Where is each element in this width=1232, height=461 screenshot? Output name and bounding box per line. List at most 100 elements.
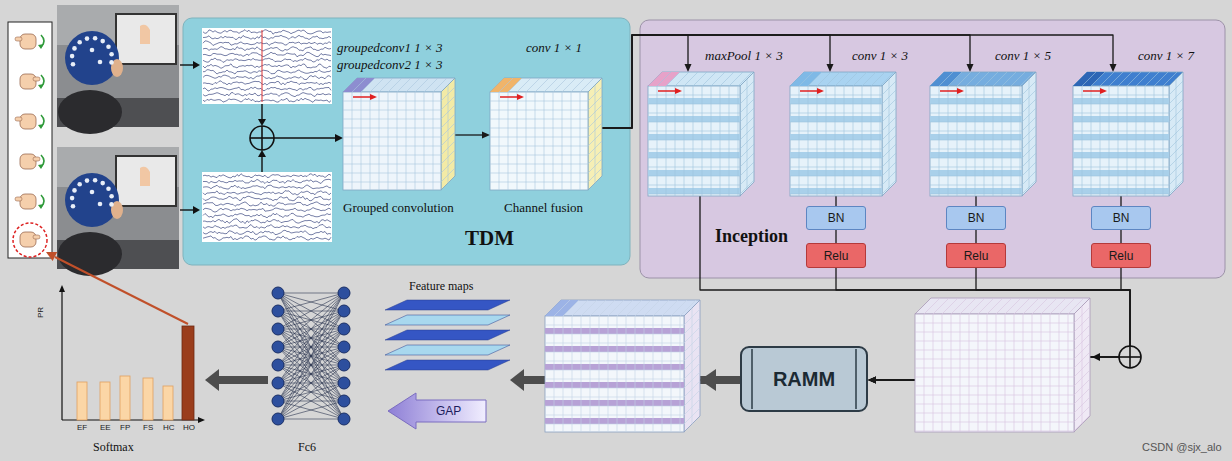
decor-line	[545, 334, 684, 335]
decor-rect	[1073, 188, 1169, 194]
decor-rect	[20, 114, 36, 129]
decor-line	[397, 92, 398, 190]
decor-line	[648, 158, 740, 159]
decor-line	[361, 78, 375, 92]
decor-line	[693, 86, 694, 196]
node-label: conv 1 × 1	[526, 40, 582, 56]
decor-line	[1068, 298, 1084, 314]
decor-line	[397, 78, 411, 92]
decor-line	[1163, 86, 1164, 196]
decor-line	[984, 72, 998, 86]
tensor-cube: maxPool 1 × 3	[648, 72, 754, 196]
decor-line	[648, 194, 740, 195]
decor-rect	[20, 194, 36, 209]
decor-circle	[100, 39, 105, 44]
decor-rect	[1073, 152, 1169, 158]
connector	[1121, 230, 1122, 243]
decor-line	[915, 404, 1074, 405]
decor-line	[1118, 86, 1119, 196]
decor-line	[924, 298, 940, 314]
decor-circle	[93, 36, 98, 41]
decor-line	[545, 379, 684, 380]
decor-rect	[790, 188, 882, 194]
axis-label: HO	[183, 423, 195, 432]
decor-circle	[272, 377, 284, 389]
decor-line	[817, 72, 831, 86]
decor-line	[1109, 86, 1110, 196]
decor-line	[826, 72, 840, 86]
decor-line	[790, 113, 882, 114]
decor-line	[675, 72, 689, 86]
decor-line	[1050, 298, 1066, 314]
decor-polygon	[38, 204, 44, 209]
decor-line	[790, 158, 882, 159]
decor-line	[545, 406, 684, 407]
node-label: Inception	[715, 226, 788, 247]
connector	[976, 196, 977, 206]
decor-line	[680, 300, 696, 316]
decor-polygon	[1074, 298, 1090, 432]
decor-line	[1011, 72, 1025, 86]
decor-line	[790, 122, 882, 123]
subject-photo	[57, 147, 179, 276]
decor-line	[790, 176, 882, 177]
decor-circle	[77, 182, 82, 187]
decor-line	[702, 86, 703, 196]
decor-rect	[930, 98, 1022, 104]
decor-line	[1073, 194, 1169, 195]
node-label: Feature maps	[409, 279, 473, 294]
decor-path	[140, 167, 150, 186]
decor-line	[1005, 298, 1021, 314]
tdm-panel-ground	[183, 18, 630, 265]
decor-line	[499, 78, 513, 92]
probability-chart-shape	[55, 285, 205, 427]
decor-line	[406, 92, 407, 190]
decor-circle	[70, 54, 75, 59]
decor-circle	[77, 40, 82, 45]
decor-line	[278, 329, 344, 419]
decor-line	[975, 86, 976, 196]
decor-polygon	[930, 72, 1036, 86]
decor-line	[500, 96, 518, 98]
decor-line	[433, 78, 447, 92]
decor-line	[490, 110, 588, 111]
decor-line	[1082, 86, 1083, 196]
decor-circle	[338, 305, 350, 317]
decor-line	[790, 149, 882, 150]
decor-line	[930, 185, 1022, 186]
tensor-cube: conv 1 × 3	[790, 72, 896, 196]
decor-line	[855, 349, 857, 409]
decor-path	[203, 191, 331, 195]
decor-polygon	[1100, 88, 1107, 94]
decor-rect	[648, 170, 740, 176]
decor-line	[957, 86, 958, 196]
decor-rect	[648, 152, 740, 158]
decor-line	[545, 388, 684, 389]
decor-line	[644, 300, 660, 316]
decor-line	[666, 72, 680, 86]
decor-line	[517, 92, 518, 190]
decor-line	[590, 316, 591, 432]
decor-line	[274, 137, 336, 138]
connector	[205, 369, 268, 391]
decor-line	[1100, 86, 1101, 196]
decor-polygon	[1073, 72, 1105, 86]
decor-line	[984, 86, 985, 196]
decor-polygon	[38, 164, 44, 169]
decor-line	[61, 291, 62, 420]
decor-circle	[250, 126, 274, 150]
decor-line	[261, 126, 263, 150]
dense-layer-shape	[268, 285, 354, 427]
node-label: groupedconv1 1 × 3	[337, 40, 442, 56]
decor-polygon	[882, 72, 896, 196]
decor-line	[343, 182, 441, 183]
decor-rect	[545, 364, 684, 370]
decor-line	[808, 72, 822, 86]
decor-path	[203, 64, 331, 69]
decor-line	[545, 325, 684, 326]
decor-line	[415, 78, 429, 92]
decor-line	[684, 86, 685, 196]
decor-line	[544, 78, 558, 92]
decor-polygon	[193, 206, 200, 214]
node-label: RAMM	[773, 368, 835, 391]
